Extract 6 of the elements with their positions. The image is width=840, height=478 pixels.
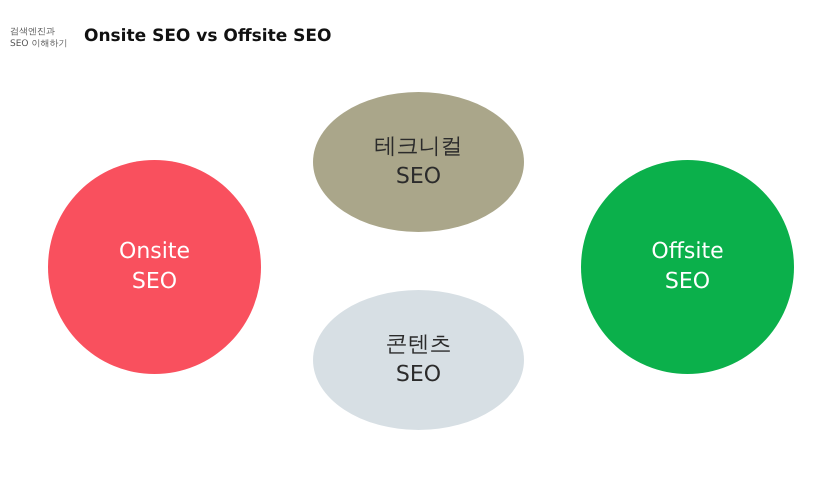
title: Onsite SEO vs Offsite SEO [84,26,332,46]
node-label: 테크니컬 SEO [374,133,462,191]
node-label: 콘텐츠 SEO [386,331,452,389]
section-label: 검색엔진과 SEO 이해하기 [10,26,68,50]
node-label: Offsite SEO [651,238,724,296]
node-label: Onsite SEO [119,238,190,296]
